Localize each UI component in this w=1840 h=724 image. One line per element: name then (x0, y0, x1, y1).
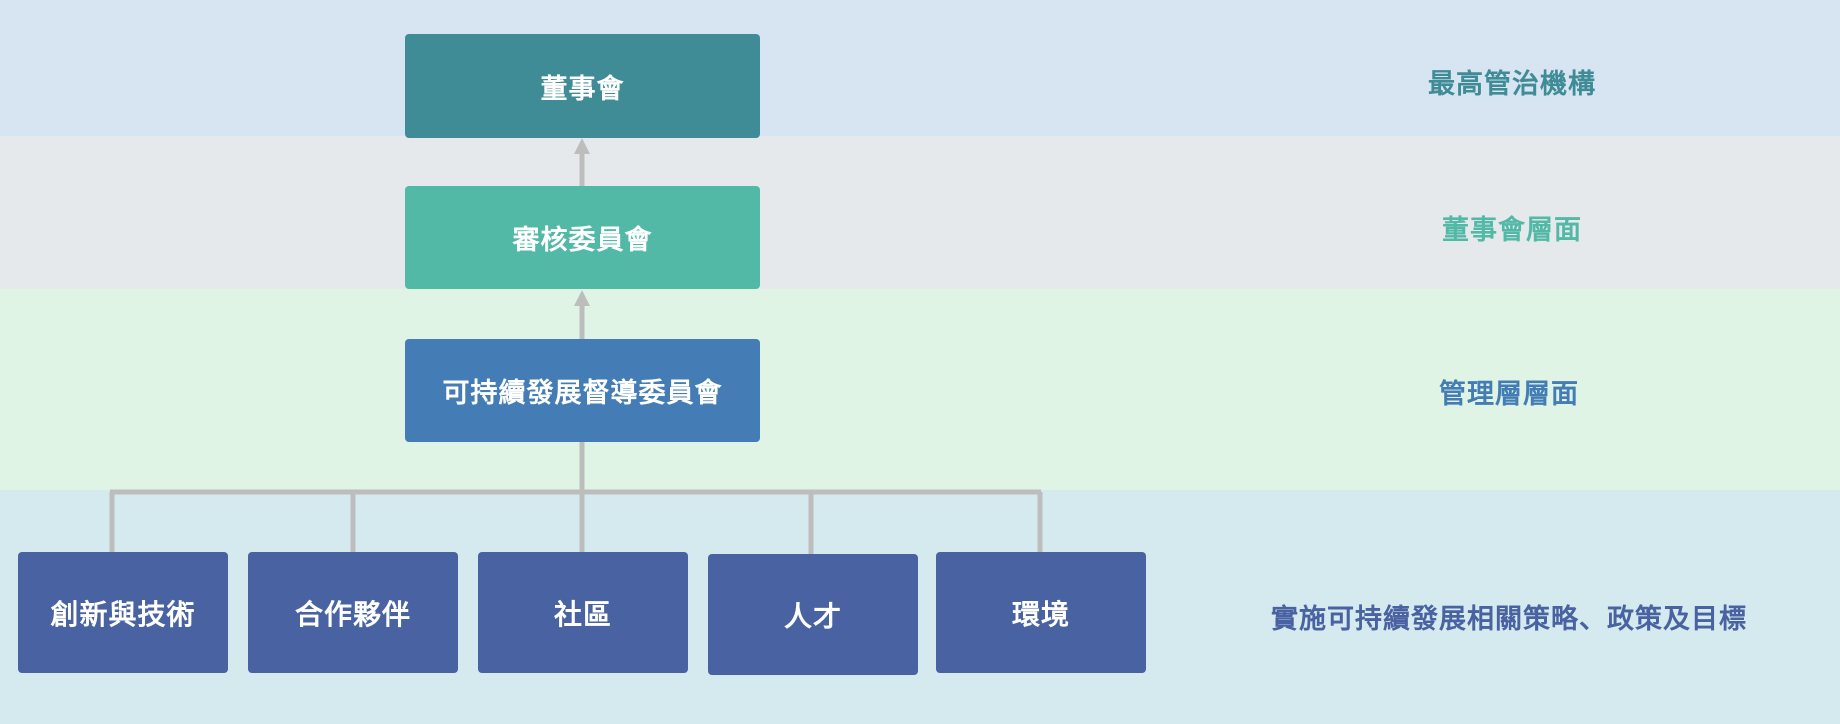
board-level-band (0, 136, 1840, 289)
working-group-environment: 環境 (936, 552, 1146, 673)
working-group-label: 環境 (1011, 597, 1070, 631)
governance-band (0, 0, 1840, 136)
working-group-label: 社區 (553, 597, 612, 631)
board-node: 董事會 (405, 34, 760, 138)
steering-committee-label: 可持續發展督導委員會 (442, 378, 723, 409)
working-group-community: 社區 (478, 552, 688, 673)
steering-committee-node: 可持續發展督導委員會 (405, 339, 760, 442)
arrowhead-to-board (574, 138, 590, 154)
level-label-implementation: 實施可持續發展相關策略、政策及目標 (1271, 604, 1747, 635)
working-group-innovation: 創新與技術 (18, 552, 228, 673)
working-group-label: 創新與技術 (50, 597, 196, 631)
working-group-partners: 合作夥伴 (248, 552, 458, 673)
working-group-label: 人才 (783, 599, 842, 633)
board-node-label: 董事會 (540, 73, 625, 105)
arrowhead-to-audit (574, 290, 590, 306)
level-label-management: 管理層層面 (1439, 379, 1579, 410)
working-group-label: 合作夥伴 (294, 597, 411, 631)
audit-committee-node: 審核委員會 (405, 186, 760, 289)
level-label-governance: 最高管治機構 (1428, 69, 1596, 100)
management-level-band (0, 289, 1840, 490)
audit-committee-label: 審核委員會 (512, 225, 653, 256)
level-label-board: 董事會層面 (1442, 215, 1582, 246)
working-group-talent: 人才 (708, 554, 918, 675)
